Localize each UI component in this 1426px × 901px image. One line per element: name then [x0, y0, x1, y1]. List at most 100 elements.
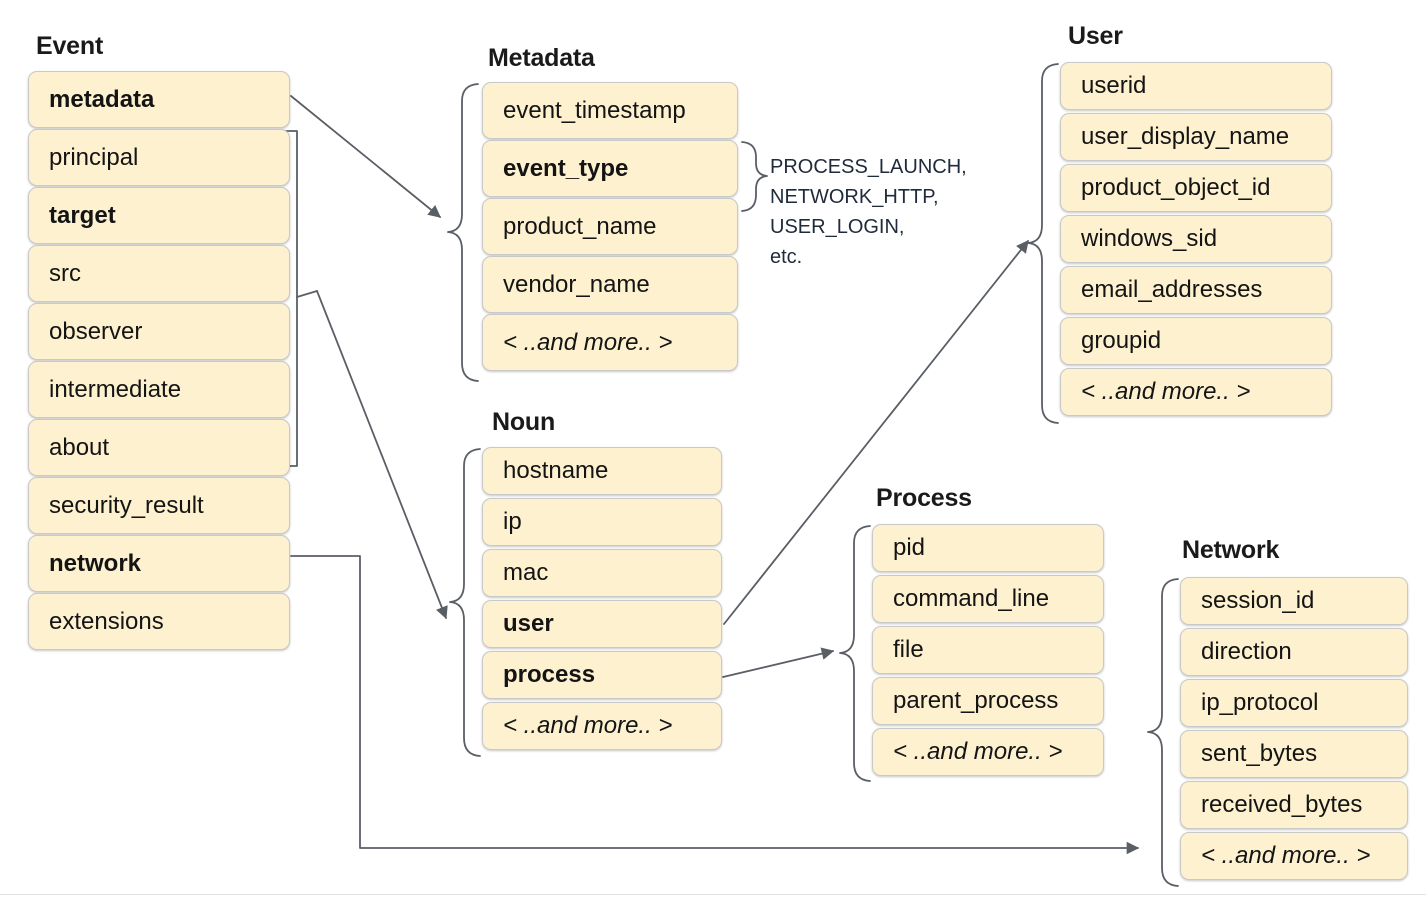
field-metadata-vendor_name[interactable]: vendor_name: [482, 256, 738, 313]
field-label: network: [49, 549, 142, 577]
field-event-extensions[interactable]: extensions: [28, 593, 290, 650]
group-title-process: Process: [876, 484, 972, 512]
field-user-andmore[interactable]: < ..and more.. >: [1060, 368, 1332, 416]
brace-user: [1027, 63, 1059, 424]
field-label: userid: [1081, 72, 1147, 99]
field-label: event_timestamp: [503, 96, 686, 124]
field-label: extensions: [49, 607, 164, 635]
field-network-sent_bytes[interactable]: sent_bytes: [1180, 730, 1408, 778]
field-network-direction[interactable]: direction: [1180, 628, 1408, 676]
field-label: vendor_name: [503, 270, 650, 298]
field-event-src[interactable]: src: [28, 245, 290, 302]
field-label: about: [49, 433, 110, 461]
field-label: mac: [503, 559, 549, 586]
field-label: email_addresses: [1081, 276, 1263, 303]
field-event-network[interactable]: network: [28, 535, 290, 592]
field-label: product_object_id: [1081, 174, 1271, 201]
field-network-received_bytes[interactable]: received_bytes: [1180, 781, 1408, 829]
field-label: received_bytes: [1201, 791, 1363, 818]
field-user-groupid[interactable]: groupid: [1060, 317, 1332, 365]
field-label: security_result: [49, 491, 204, 519]
field-event-security_result[interactable]: security_result: [28, 477, 290, 534]
field-noun-mac[interactable]: mac: [482, 549, 722, 597]
field-process-pid[interactable]: pid: [872, 524, 1104, 572]
field-user-userid[interactable]: userid: [1060, 62, 1332, 110]
field-noun-user[interactable]: user: [482, 600, 722, 648]
field-label: ip: [503, 508, 522, 535]
field-label: < ..and more.. >: [503, 328, 673, 356]
field-process-command_line[interactable]: command_line: [872, 575, 1104, 623]
group-title-metadata: Metadata: [488, 44, 595, 72]
field-network-andmore[interactable]: < ..and more.. >: [1180, 832, 1408, 880]
field-event-target[interactable]: target: [28, 187, 290, 244]
group-title-event: Event: [36, 32, 104, 60]
footer-rule: [0, 894, 1426, 895]
field-user-windows_sid[interactable]: windows_sid: [1060, 215, 1332, 263]
field-label: command_line: [893, 585, 1050, 612]
group-title-user: User: [1068, 22, 1123, 50]
connector-noun: [316, 290, 448, 620]
field-label: event_type: [503, 154, 629, 182]
field-event-metadata[interactable]: metadata: [28, 71, 290, 128]
brace-network: [1147, 578, 1179, 887]
field-metadata-andmore[interactable]: < ..and more.. >: [482, 314, 738, 371]
brace-noun: [449, 448, 481, 757]
field-noun-hostname[interactable]: hostname: [482, 447, 722, 495]
brace-event-type: [741, 141, 768, 212]
field-label: pid: [893, 534, 926, 561]
field-label: parent_process: [893, 687, 1059, 714]
field-label: windows_sid: [1081, 225, 1218, 252]
group-title-noun: Noun: [492, 408, 556, 436]
connector-metadata: [290, 95, 441, 218]
field-label: target: [49, 201, 116, 229]
field-label: principal: [49, 143, 139, 171]
field-label: session_id: [1201, 587, 1315, 614]
field-label: < ..and more.. >: [503, 712, 673, 739]
field-label: hostname: [503, 457, 609, 484]
field-label: < ..and more.. >: [1201, 842, 1371, 869]
field-process-andmore[interactable]: < ..and more.. >: [872, 728, 1104, 776]
field-label: < ..and more.. >: [893, 738, 1063, 765]
field-label: user: [503, 610, 554, 637]
field-metadata-event_type[interactable]: event_type: [482, 140, 738, 197]
field-event-about[interactable]: about: [28, 419, 290, 476]
field-process-parent_process[interactable]: parent_process: [872, 677, 1104, 725]
field-label: intermediate: [49, 375, 182, 403]
note-line-2: USER_LOGIN,: [770, 216, 905, 238]
field-label: process: [503, 661, 596, 688]
field-label: user_display_name: [1081, 123, 1290, 150]
field-user-product_object_id[interactable]: product_object_id: [1060, 164, 1332, 212]
field-network-ip_protocol[interactable]: ip_protocol: [1180, 679, 1408, 727]
field-metadata-event_timestamp[interactable]: event_timestamp: [482, 82, 738, 139]
field-label: product_name: [503, 212, 657, 240]
field-label: src: [49, 259, 81, 287]
field-label: groupid: [1081, 327, 1162, 354]
field-network-session_id[interactable]: session_id: [1180, 577, 1408, 625]
field-noun-process[interactable]: process: [482, 651, 722, 699]
field-event-principal[interactable]: principal: [28, 129, 290, 186]
field-noun-ip[interactable]: ip: [482, 498, 722, 546]
field-noun-andmore[interactable]: < ..and more.. >: [482, 702, 722, 750]
field-metadata-product_name[interactable]: product_name: [482, 198, 738, 255]
brace-metadata: [447, 83, 479, 382]
field-user-email_addresses[interactable]: email_addresses: [1060, 266, 1332, 314]
event-bracket-stub: [296, 290, 318, 298]
field-user-user_display_name[interactable]: user_display_name: [1060, 113, 1332, 161]
note-line-0: PROCESS_LAUNCH,: [770, 156, 967, 178]
event-type-values-note: PROCESS_LAUNCH, NETWORK_HTTP, USER_LOGIN,e…: [770, 152, 967, 272]
field-label: metadata: [49, 85, 155, 113]
note-line-1: NETWORK_HTTP,: [770, 186, 939, 208]
connector-process: [722, 647, 835, 678]
field-label: file: [893, 636, 924, 663]
field-event-observer[interactable]: observer: [28, 303, 290, 360]
field-label: < ..and more.. >: [1081, 378, 1251, 405]
brace-process: [839, 525, 871, 782]
field-label: sent_bytes: [1201, 740, 1318, 767]
group-title-network: Network: [1182, 536, 1280, 564]
field-label: ip_protocol: [1201, 689, 1319, 716]
field-event-intermediate[interactable]: intermediate: [28, 361, 290, 418]
note-line-3: etc.: [770, 246, 803, 268]
field-label: observer: [49, 317, 143, 345]
field-process-file[interactable]: file: [872, 626, 1104, 674]
